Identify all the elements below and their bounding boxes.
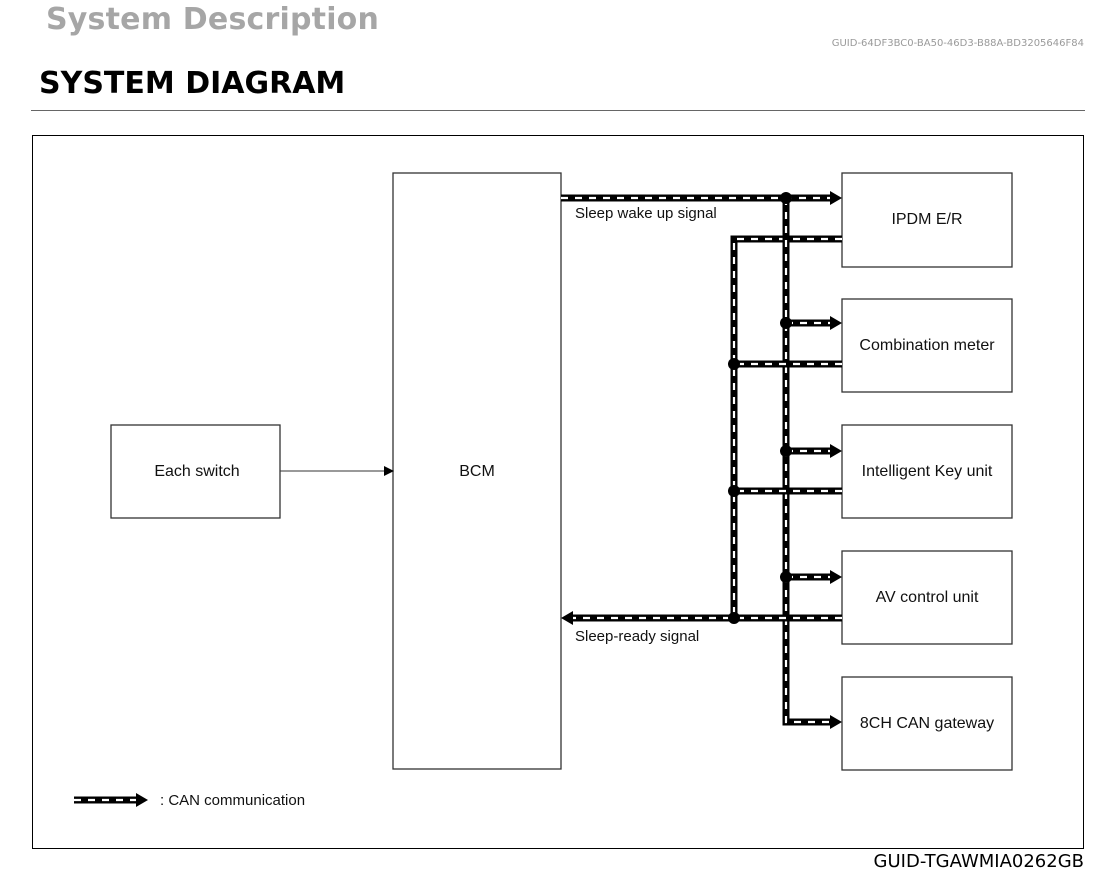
can-gateway-box: 8CH CAN gateway <box>841 676 1013 771</box>
can-bus-lines <box>561 191 842 729</box>
sleep-ready-signal-label: Sleep-ready signal <box>575 628 699 645</box>
section-title: System Description <box>46 2 380 37</box>
intelligent-key-label: Intelligent Key unit <box>862 463 993 480</box>
junction-dot <box>728 358 740 370</box>
figure-id: GUID-TGAWMIA0262GB <box>873 851 1084 872</box>
wake-branch-arrowhead <box>830 570 842 584</box>
bcm-box: BCM <box>392 172 562 770</box>
intelligent-key-box: Intelligent Key unit <box>841 424 1013 519</box>
junction-dots <box>728 192 792 624</box>
bcm-label: BCM <box>459 463 495 480</box>
sleep-ready-arrowhead <box>561 611 573 625</box>
junction-dot <box>780 571 792 583</box>
each-switch-label: Each switch <box>154 463 239 480</box>
combination-meter-box: Combination meter <box>841 298 1013 393</box>
ipdm-box: IPDM E/R <box>841 172 1013 268</box>
junction-dot <box>728 612 740 624</box>
title-divider <box>31 110 1085 111</box>
junction-dot <box>780 445 792 457</box>
combination-meter-label: Combination meter <box>859 337 995 354</box>
diagram-frame <box>32 135 1084 849</box>
each-switch-box: Each switch <box>110 424 281 519</box>
page-title: SYSTEM DIAGRAM <box>39 66 346 101</box>
junction-dot <box>780 317 792 329</box>
wake-up-arrowhead <box>830 191 842 205</box>
junction-dot <box>728 485 740 497</box>
av-control-label: AV control unit <box>876 589 979 606</box>
wake-up-signal-label: Sleep wake up signal <box>575 205 717 222</box>
legend: : CAN communication <box>74 792 305 809</box>
wake-branch-arrowhead <box>830 316 842 330</box>
legend-arrowhead <box>136 793 148 807</box>
wake-branch-arrowhead <box>830 444 842 458</box>
ipdm-label: IPDM E/R <box>891 211 962 228</box>
av-control-box: AV control unit <box>841 550 1013 645</box>
wake-bus-vertical <box>782 198 830 726</box>
legend-can-label: : CAN communication <box>160 792 305 809</box>
legend-can-arrow <box>74 793 148 807</box>
junction-dot <box>780 192 792 204</box>
can-gateway-label: 8CH CAN gateway <box>860 715 994 732</box>
document-guid: GUID-64DF3BC0-BA50-46D3-B88A-BD3205646F8… <box>831 38 1084 49</box>
gateway-arrowhead <box>830 715 842 729</box>
